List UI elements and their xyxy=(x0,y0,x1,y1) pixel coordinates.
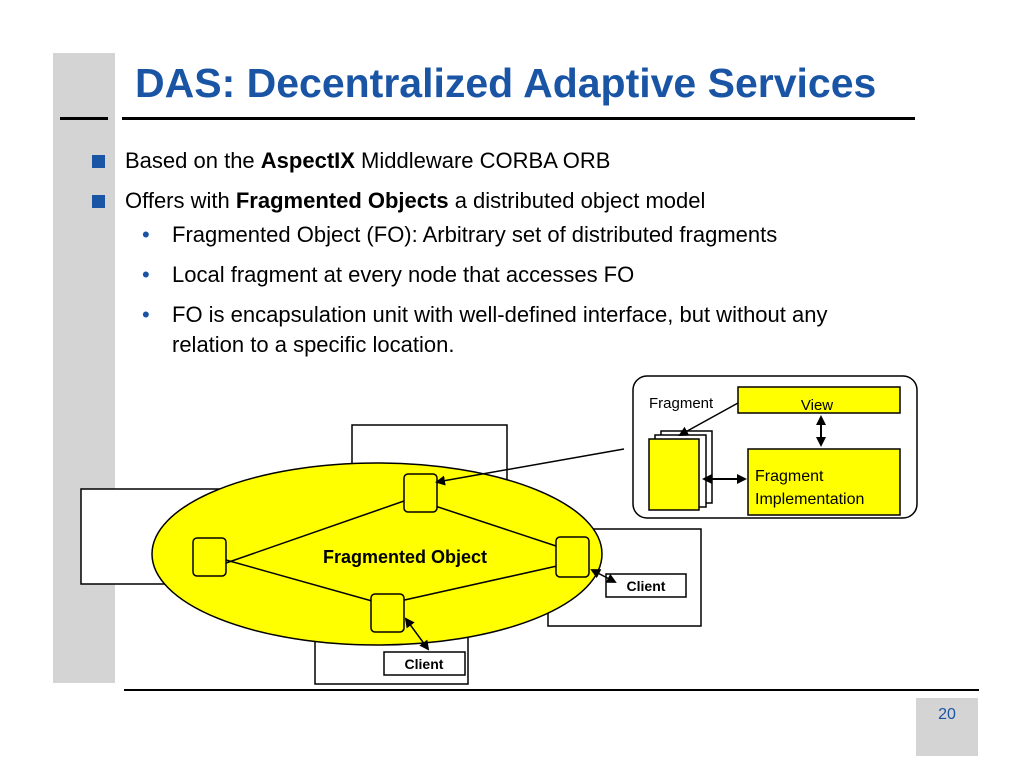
inset-impl-label-line2: Implementation xyxy=(755,491,864,508)
fragment-square xyxy=(403,473,438,513)
sub-bullet-text: FO is encapsulation unit with well-defin… xyxy=(172,302,828,357)
dot-bullet-icon: • xyxy=(142,302,150,327)
title-rule-left xyxy=(60,117,108,120)
client-arrow xyxy=(590,569,617,583)
inset-impl-label-line1: Fragment xyxy=(755,468,824,485)
square-bullet-icon xyxy=(92,155,105,168)
fragment-square xyxy=(192,537,227,577)
inset-view-label: View xyxy=(801,397,833,414)
page-number-box xyxy=(916,698,978,756)
fragment-link xyxy=(225,559,373,602)
bullet-item: Offers with Fragmented Objects a distrib… xyxy=(90,188,970,214)
fragment-square xyxy=(370,593,405,633)
sub-bullet-item: • Local fragment at every node that acce… xyxy=(90,260,970,290)
square-bullet-icon xyxy=(92,195,105,208)
bullet-bold-text: Fragmented Objects xyxy=(235,188,449,213)
footer-rule xyxy=(124,689,979,691)
fragment-link xyxy=(225,500,405,564)
client-label: Client xyxy=(405,656,444,672)
inset-fragment xyxy=(648,438,700,511)
bullet-list: Based on the AspectIX Middleware CORBA O… xyxy=(90,148,970,370)
ellipse-label: Fragmented Object xyxy=(323,547,487,567)
bullet-text: Offers with xyxy=(125,188,236,213)
bullet-text: Based on the xyxy=(125,148,261,173)
client-arrow xyxy=(404,617,430,651)
inset-fragment-label: Fragment xyxy=(649,395,714,412)
page-number: 20 xyxy=(938,706,956,723)
sub-bullet-item: • Fragmented Object (FO): Arbitrary set … xyxy=(90,220,970,250)
fragment-link xyxy=(399,565,558,602)
dot-bullet-icon: • xyxy=(142,222,150,247)
bullet-text: Middleware CORBA ORB xyxy=(354,148,611,173)
zoom-arrow xyxy=(435,448,625,486)
fragment-link xyxy=(431,504,557,547)
bullet-bold-text: AspectIX xyxy=(260,148,355,173)
sub-bullet-text: Local fragment at every node that access… xyxy=(172,262,635,287)
client-box-bottom xyxy=(383,651,466,676)
bullet-text: a distributed object model xyxy=(448,188,706,213)
sub-bullet-text: Fragmented Object (FO): Arbitrary set of… xyxy=(172,222,778,247)
dot-bullet-icon: • xyxy=(142,262,150,287)
slide-title: DAS: Decentralized Adaptive Services xyxy=(135,60,877,106)
sub-bullet-item: • FO is encapsulation unit with well-def… xyxy=(90,300,892,360)
client-label: Client xyxy=(627,578,666,594)
inset-view-box xyxy=(737,386,901,414)
title-rule xyxy=(122,117,915,120)
inset-impl-box xyxy=(747,448,901,516)
client-box-right xyxy=(605,573,687,598)
fragment-square xyxy=(555,536,590,578)
bullet-item: Based on the AspectIX Middleware CORBA O… xyxy=(90,148,970,174)
fragmented-object-ellipse xyxy=(151,462,603,646)
inset-arrow-view xyxy=(678,402,739,436)
